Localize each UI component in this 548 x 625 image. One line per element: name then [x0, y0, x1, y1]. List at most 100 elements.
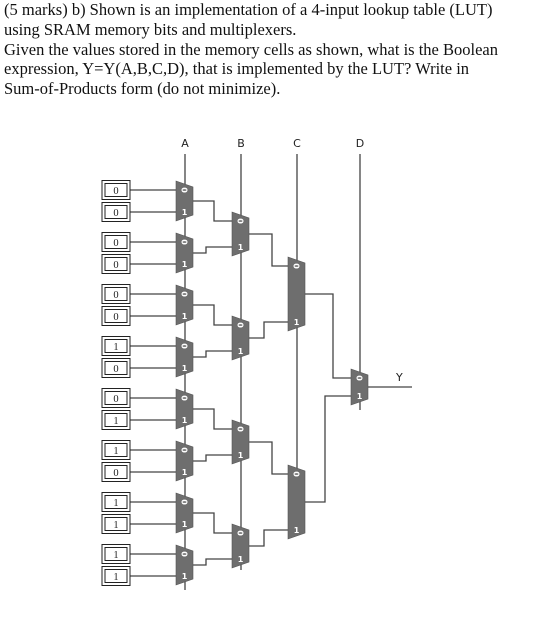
mux-link-wire	[193, 408, 232, 430]
memory-bit-value: 0	[113, 394, 118, 405]
mux-link-wire	[193, 512, 232, 534]
memory-bit-value: 0	[113, 208, 118, 219]
memory-cell: 1	[101, 440, 131, 460]
memory-bit-value: 1	[113, 342, 118, 353]
mux-level1	[175, 440, 194, 482]
mux-link-wire	[193, 350, 232, 358]
mux-level3	[287, 256, 306, 332]
mux-input-label-1: 1	[238, 243, 244, 252]
memory-cell: 0	[101, 180, 131, 200]
memory-bit-value: 0	[113, 468, 118, 479]
output-label-y: Y	[395, 371, 403, 384]
mux-input-label-0: 0	[180, 395, 189, 401]
mux-input-label-1: 1	[238, 451, 244, 460]
mux-input-label-0: 0	[180, 499, 189, 505]
mux-level1	[175, 284, 194, 326]
mux-input-label-1: 1	[182, 572, 188, 581]
memory-bit-value: 0	[113, 312, 118, 323]
mux-input-label-1: 1	[182, 312, 188, 321]
mux-level2	[231, 419, 250, 465]
question-line: expression, Y=Y(A,B,C,D), that is implem…	[4, 59, 470, 79]
mux-input-label-1: 1	[294, 318, 300, 327]
mux-level1	[175, 336, 194, 378]
mux-input-label-0: 0	[180, 291, 189, 297]
mux-input-label-1: 1	[294, 526, 300, 535]
memory-bit-value: 0	[113, 290, 118, 301]
memory-cell: 0	[101, 358, 131, 378]
mux-level1	[175, 492, 194, 534]
question-line: Sum-of-Products form (do not minimize).	[4, 79, 281, 99]
mux-input-label-1: 1	[182, 364, 188, 373]
mux-input-label-0: 0	[355, 375, 364, 381]
mux-link-wire	[305, 293, 351, 379]
memory-bit-value: 1	[113, 550, 118, 561]
mux-link-wire	[249, 529, 288, 547]
mux-link-wire	[193, 304, 232, 326]
memory-cell: 1	[101, 544, 131, 564]
memory-cell: 1	[101, 566, 131, 586]
mux-input-label-1: 1	[182, 520, 188, 529]
mux-input-label-1: 1	[182, 468, 188, 477]
memory-cell: 1	[101, 492, 131, 512]
mux-input-label-1: 1	[182, 208, 188, 217]
mux-input-label-0: 0	[180, 551, 189, 557]
memory-cell: 0	[101, 284, 131, 304]
mux-input-label-0: 0	[180, 187, 189, 193]
mux-input-label-0: 0	[236, 530, 245, 536]
mux-link-wire	[305, 395, 351, 503]
mux-level2	[231, 315, 250, 361]
mux-input-label-0: 0	[180, 239, 189, 245]
memory-cell: 0	[101, 202, 131, 222]
wires	[130, 154, 412, 590]
mux-input-label-0: 0	[180, 447, 189, 453]
mux-input-label-1: 1	[357, 392, 363, 401]
mux-level1	[175, 388, 194, 430]
memory-bit-value: 1	[113, 572, 118, 583]
input-label-b: B	[237, 137, 245, 150]
mux-level3	[287, 464, 306, 540]
mux-input-label-0: 0	[236, 218, 245, 224]
question-line: using SRAM memory bits and multiplexers.	[4, 19, 297, 39]
question-line: (5 marks) b) Shown is an implementation …	[4, 0, 493, 19]
mux-input-label-0: 0	[292, 471, 301, 477]
memory-bit-value: 0	[113, 364, 118, 375]
input-label-c: C	[293, 137, 301, 150]
mux-input-label-1: 1	[182, 260, 188, 269]
mux-level1	[175, 180, 194, 222]
mux-input-label-0: 0	[236, 322, 245, 328]
mux-level1	[175, 544, 194, 586]
mux-link-wire	[249, 321, 288, 339]
memory-bit-value: 0	[113, 186, 118, 197]
memory-cell: 1	[101, 336, 131, 356]
memory-bit-value: 0	[113, 238, 118, 249]
memory-bit-value: 1	[113, 498, 118, 509]
input-label-d: D	[356, 137, 364, 150]
mux-link-wire	[249, 441, 288, 475]
memory-cell: 0	[101, 254, 131, 274]
input-label-a: A	[181, 137, 189, 150]
memory-bit-value: 0	[113, 260, 118, 271]
mux-link-wire	[193, 558, 232, 566]
memory-bit-value: 1	[113, 416, 118, 427]
memory-cell: 0	[101, 306, 131, 326]
memory-cell: 0	[101, 388, 131, 408]
question-text: (5 marks) b) Shown is an implementation …	[4, 0, 544, 99]
mux-level2	[231, 211, 250, 257]
mux-input-label-1: 1	[238, 347, 244, 356]
memory-cell: 1	[101, 410, 131, 430]
memory-bit-value: 1	[113, 446, 118, 457]
mux-input-label-0: 0	[292, 263, 301, 269]
mux-link-wire	[249, 233, 288, 267]
memory-cell: 0	[101, 462, 131, 482]
mux-link-wire	[193, 246, 232, 254]
mux-link-wire	[193, 200, 232, 222]
mux-link-wire	[193, 454, 232, 462]
mux-level1	[175, 232, 194, 274]
signal-labels: A B C D Y	[181, 137, 403, 384]
mux-level2	[231, 523, 250, 569]
mux-input-label-0: 0	[236, 426, 245, 432]
mux-input-label-1: 1	[238, 555, 244, 564]
